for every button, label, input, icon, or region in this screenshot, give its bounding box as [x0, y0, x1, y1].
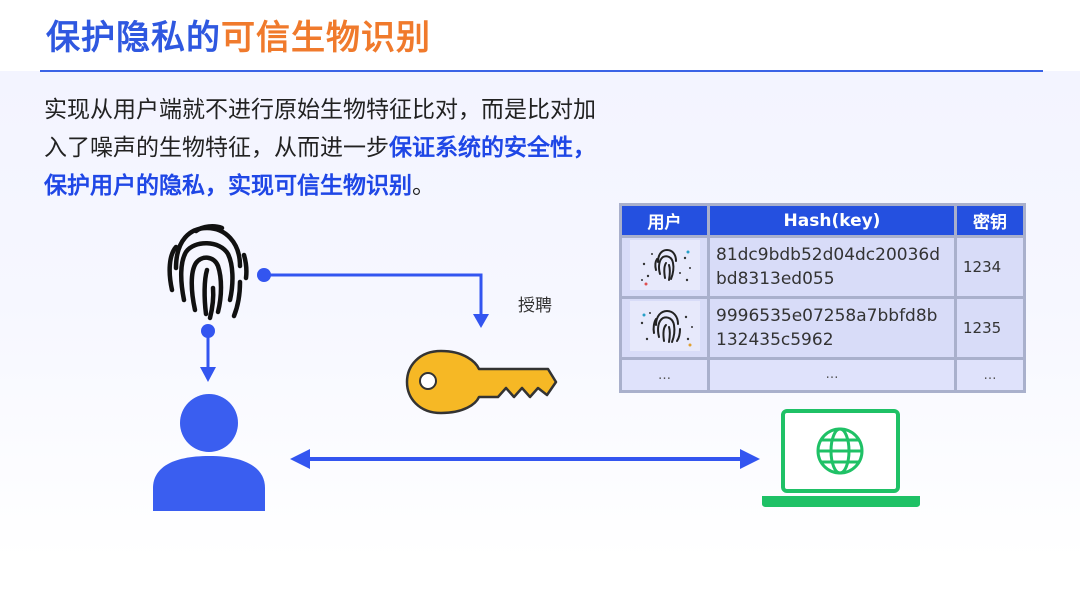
noisy-fingerprint-icon: [629, 240, 700, 290]
user-icon: [153, 394, 265, 511]
hash-cell: 81dc9bdb52d04dc20036dbd8313ed055: [710, 238, 954, 296]
fingerprint-icon: [167, 224, 249, 321]
key-cell: 1234: [957, 238, 1023, 296]
table-ellipsis-row: … … …: [622, 360, 1023, 390]
noisy-fingerprint-icon: [629, 301, 700, 351]
table-row: 81dc9bdb52d04dc20036dbd8313ed055 1234: [622, 238, 1023, 296]
key-cell: 1235: [957, 299, 1023, 357]
title-bar: [0, 0, 1080, 71]
credential-table: 用户 Hash(key) 密钥: [619, 203, 1026, 393]
key-icon: [405, 349, 558, 415]
ellipsis-cell: …: [710, 360, 954, 390]
globe-icon: [816, 427, 864, 475]
header-key: 密钥: [957, 206, 1023, 235]
hash-cell: 9996535e07258a7bbfd8b132435c5962: [710, 299, 954, 357]
fingerprint-user-arrow: [200, 324, 216, 382]
user-cell: [622, 238, 707, 296]
title-part-2: 可信生物识别: [221, 18, 431, 58]
laptop-icon: [762, 409, 920, 507]
ellipsis-cell: …: [622, 360, 707, 390]
intro-highlight: 保证系统的安全性，保护用户的隐私，实现可信生物识别: [44, 135, 596, 199]
ellipsis-cell: …: [957, 360, 1023, 390]
intro-text-2: 。: [412, 173, 435, 199]
page-title: 保护隐私的可信生物识别: [46, 10, 431, 59]
title-part-1: 保护隐私的: [46, 18, 221, 58]
title-divider: [40, 70, 1043, 72]
header-user: 用户: [622, 206, 707, 235]
table-row: 9996535e07258a7bbfd8b132435c5962 1235: [622, 299, 1023, 357]
intro-text-1: 实现从用户端就不进行原始生物特征比对，而是比对加入了噪声的生物特征，从而进一步: [44, 97, 596, 161]
header-hash: Hash(key): [710, 206, 954, 235]
auth-connector-arrow: [257, 268, 489, 328]
auth-label: 授聘: [518, 296, 552, 316]
table-header-row: 用户 Hash(key) 密钥: [622, 206, 1023, 235]
user-cell: [622, 299, 707, 357]
user-laptop-arrow: [290, 449, 760, 469]
intro-paragraph: 实现从用户端就不进行原始生物特征比对，而是比对加入了噪声的生物特征，从而进一步保…: [44, 91, 604, 205]
